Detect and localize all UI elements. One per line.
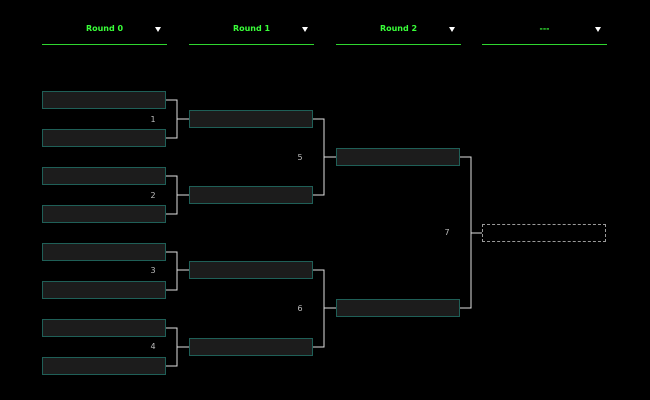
round-label: Round 0	[85, 24, 124, 33]
round-label: ---	[539, 24, 550, 33]
round-header-0[interactable]: Round 0	[42, 20, 167, 45]
match-number-1: 1	[150, 115, 156, 124]
match-number-2: 2	[150, 191, 156, 200]
team-slot-r0-7[interactable]	[42, 319, 166, 337]
match-number-5: 5	[297, 153, 303, 162]
round-header-1[interactable]: Round 1	[189, 20, 314, 45]
team-slot-r2-1[interactable]	[336, 148, 460, 166]
round-header-2[interactable]: Round 2	[336, 20, 461, 45]
team-slot-r0-5[interactable]	[42, 243, 166, 261]
team-slot-r1-4[interactable]	[189, 338, 313, 356]
team-slot-r0-4[interactable]	[42, 205, 166, 223]
team-slot-r0-1[interactable]	[42, 91, 166, 109]
team-slot-r0-8[interactable]	[42, 357, 166, 375]
winner-placeholder-slot[interactable]	[482, 224, 606, 242]
team-slot-r1-3[interactable]	[189, 261, 313, 279]
dropdown-arrow-icon[interactable]	[449, 27, 455, 32]
team-slot-r0-3[interactable]	[42, 167, 166, 185]
team-slot-r1-2[interactable]	[189, 186, 313, 204]
match-number-4: 4	[150, 342, 156, 351]
round-label: Round 2	[379, 24, 418, 33]
team-slot-r2-2[interactable]	[336, 299, 460, 317]
team-slot-r1-1[interactable]	[189, 110, 313, 128]
dropdown-arrow-icon[interactable]	[155, 27, 161, 32]
team-slot-r0-6[interactable]	[42, 281, 166, 299]
match-number-7: 7	[444, 228, 450, 237]
round-header-3[interactable]: ---	[482, 20, 607, 45]
team-slot-r0-2[interactable]	[42, 129, 166, 147]
match-number-6: 6	[297, 304, 303, 313]
round-label: Round 1	[232, 24, 271, 33]
dropdown-arrow-icon[interactable]	[595, 27, 601, 32]
dropdown-arrow-icon[interactable]	[302, 27, 308, 32]
match-number-3: 3	[150, 266, 156, 275]
